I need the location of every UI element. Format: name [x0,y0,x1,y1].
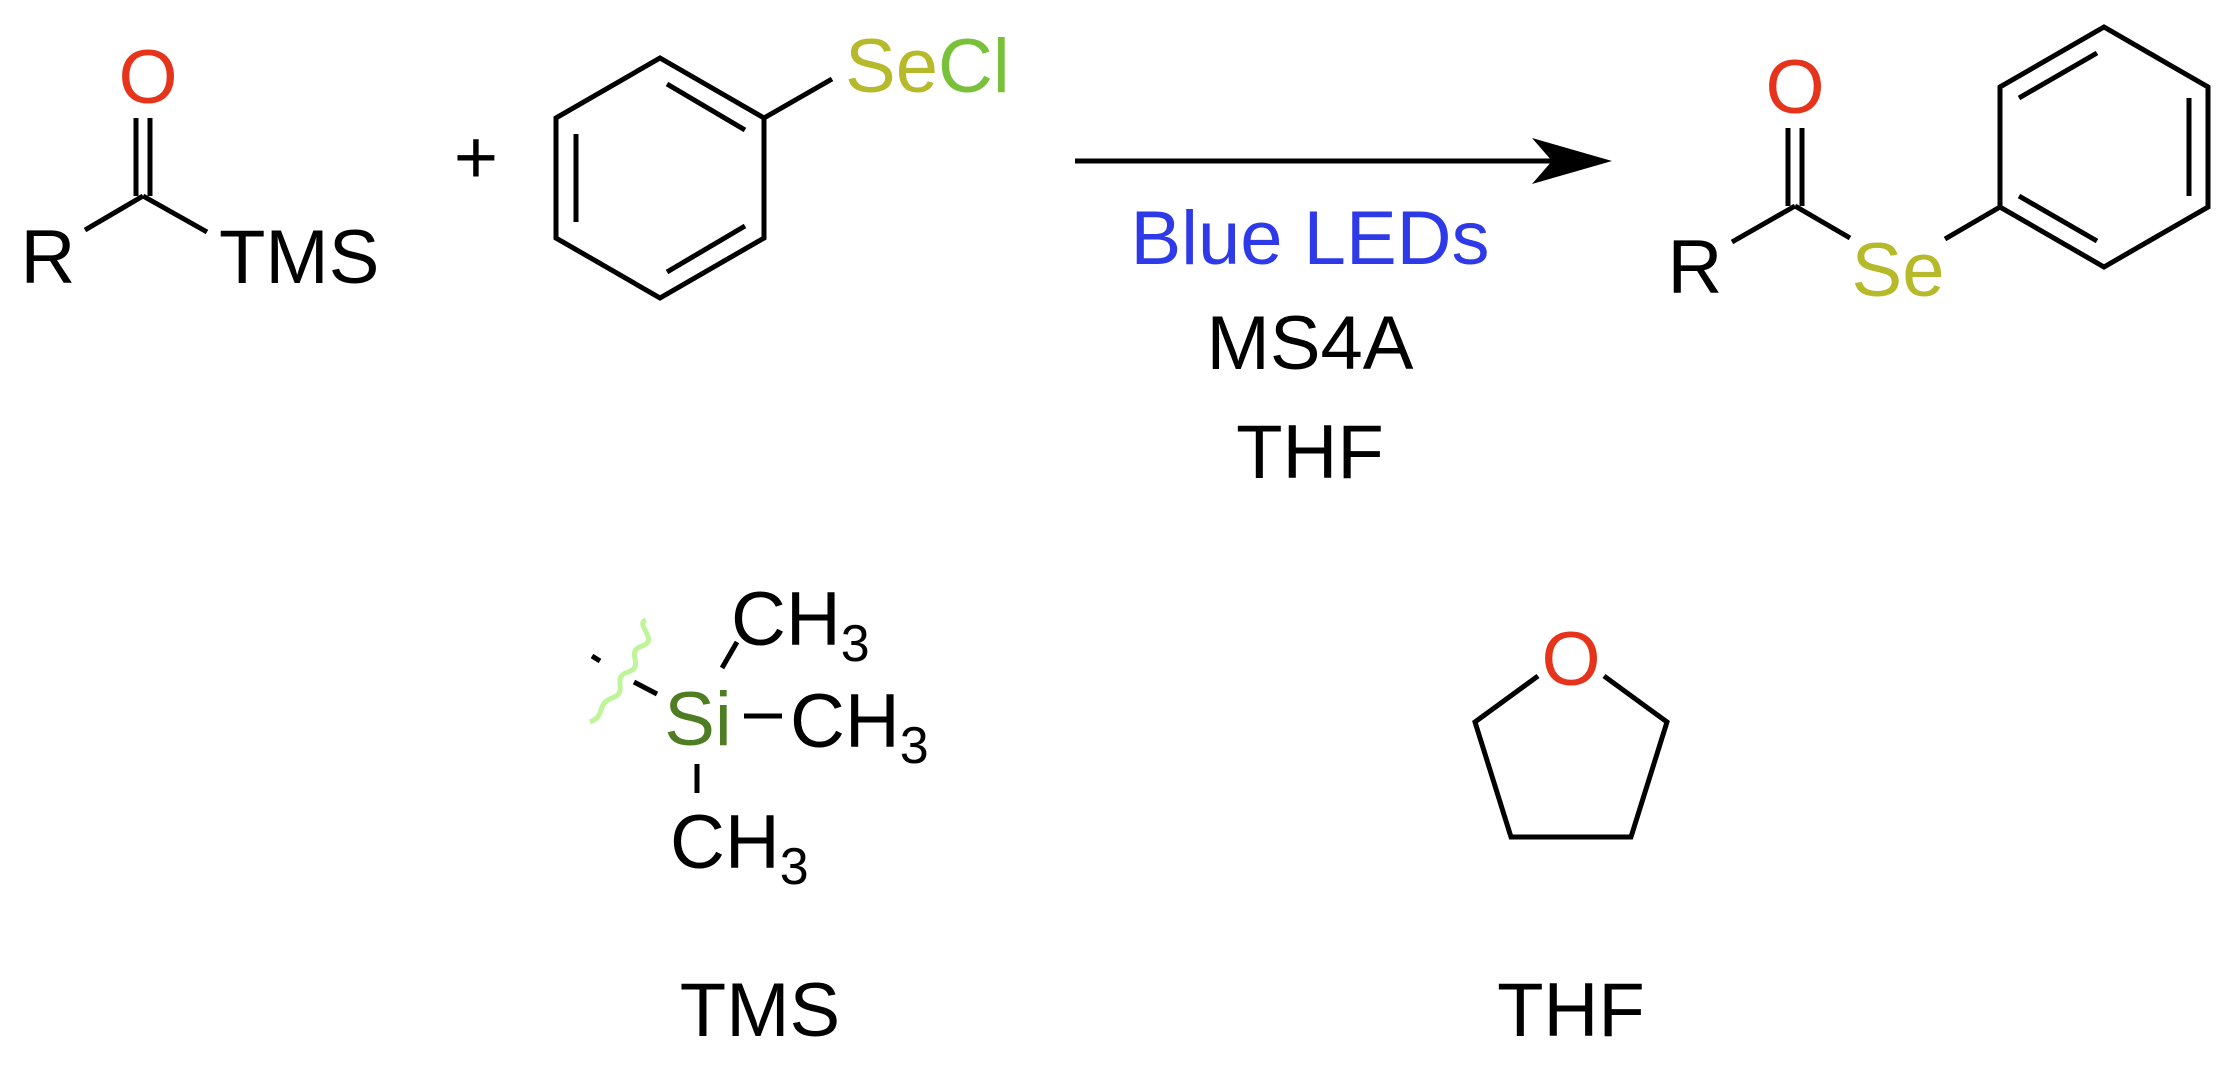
reaction-arrow [1075,138,1612,184]
plus-sign: + [454,115,498,200]
ring-inner-bond-2 [665,223,747,275]
bond-c-r [1730,203,1797,245]
label-tms: TMS [219,215,379,300]
benzene-ring [553,55,767,301]
tms-caption: TMS [680,968,840,1053]
thf-structure: O THF [1472,617,1670,1053]
ring-inner-bond-3 [665,81,747,133]
bond-c-tms [141,193,209,235]
bond-c-se [1793,203,1852,241]
atom-r: R [21,215,76,300]
methyl-top-subscript: 3 [841,615,870,673]
condition-ms4a: MS4A [1207,301,1414,386]
arrow-head [1532,138,1612,184]
atom-selenium: Se [845,24,938,109]
bond-se-ring [1943,204,2002,242]
tms-structure: Si CH3 CH3 CH3 TMS [588,577,929,1053]
methyl-right-ch: CH [790,679,900,764]
methyl-top-ch: CH [731,577,841,662]
atom-r: R [1668,225,1723,310]
ring-inner-bond-3 [2017,193,2099,244]
atom-chlorine: Cl [938,24,1010,109]
condition-thf: THF [1236,410,1384,495]
atom-selenium: Se [1852,228,1945,313]
bond-si-stub [632,679,659,697]
methyl-bottom: CH3 [670,800,809,896]
condition-blue-leds: Blue LEDs [1130,196,1489,281]
selenyl-chloride-label: SeCl [845,24,1010,109]
methyl-right-subscript: 3 [900,717,929,775]
methyl-bottom-subscript: 3 [780,838,809,896]
selenoester-product: R O Se [1668,24,2211,313]
acylsilane-reactant: R O TMS [21,35,380,300]
bond-ring-se [762,76,834,121]
methyl-top: CH3 [731,577,870,673]
atom-oxygen: O [1541,617,1600,702]
wavy-bond-icon [588,617,652,725]
thf-ring [1472,673,1670,840]
bond-c-r [83,193,145,233]
atom-silicon: Si [664,677,732,762]
methyl-bottom-ch: CH [670,800,780,885]
benzeneselenenyl-chloride-reactant: SeCl [553,24,1010,301]
atom-oxygen: O [1765,45,1824,130]
atom-oxygen: O [118,35,177,120]
ring-inner-bond-1 [2017,50,2099,101]
benzene-ring [1997,24,2211,270]
thf-caption: THF [1497,968,1645,1053]
bond-si-ch3-top [719,640,740,670]
methyl-right: CH3 [790,679,929,775]
bond-si-stub-dash [590,653,602,664]
